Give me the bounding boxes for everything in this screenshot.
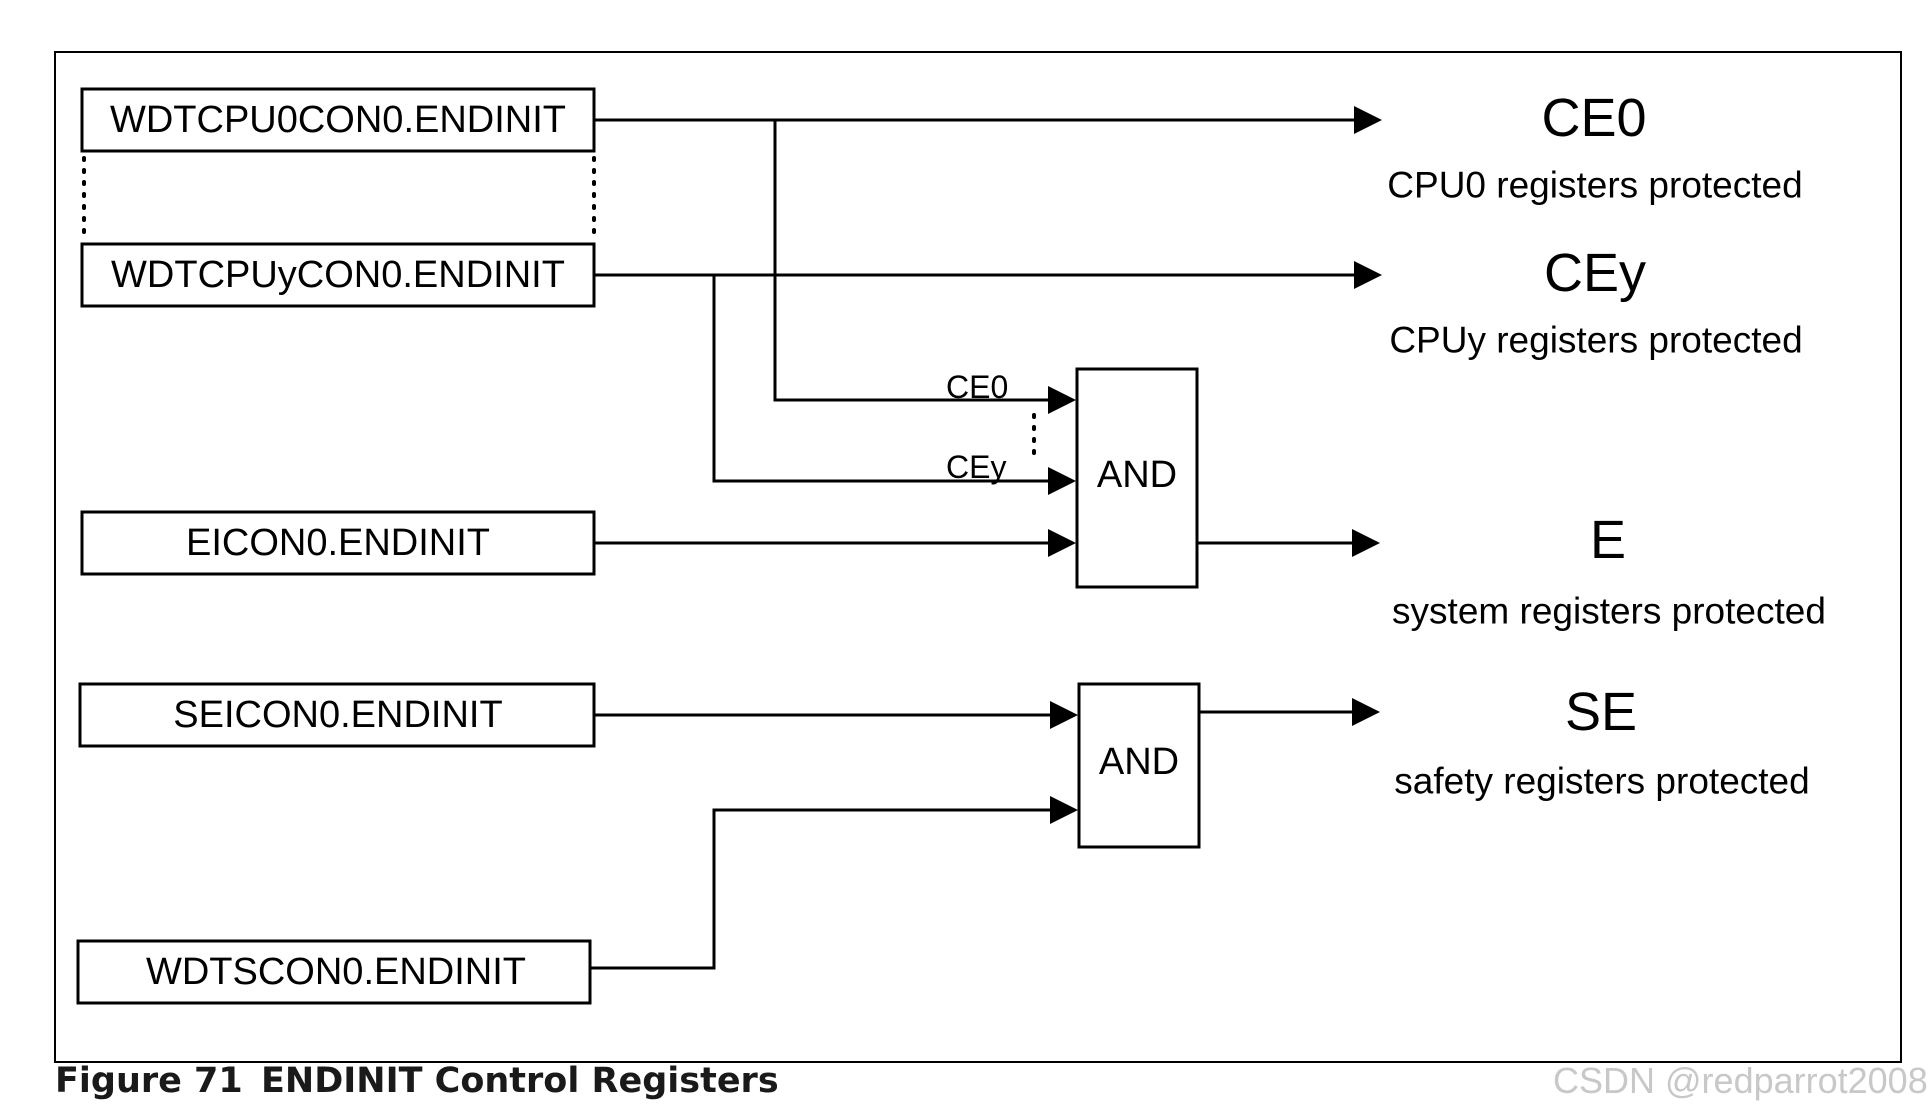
- output-ce0: CE0 CPU0 registers protected: [1387, 88, 1802, 206]
- wire-wdtscon-to-and: [590, 808, 1054, 970]
- diagram-frame: [54, 51, 1902, 1063]
- register-eicon0-label: EICON0.ENDINIT: [186, 522, 490, 564]
- arrow-cey-output: [1354, 261, 1382, 289]
- and-input-label-ce0: CE0: [946, 369, 1008, 405]
- arrow-ce0-output: [1354, 106, 1382, 134]
- arrow-eicon-to-and: [1048, 529, 1076, 557]
- output-e-title: E: [1590, 510, 1626, 570]
- arrow-se-output: [1352, 698, 1380, 726]
- register-eicon0: EICON0.ENDINIT: [80, 510, 596, 576]
- and-gate-system-label: AND: [1097, 454, 1177, 496]
- register-wdtcpu0con0: WDTCPU0CON0.ENDINIT: [80, 87, 596, 153]
- output-ce0-title: CE0: [1541, 88, 1646, 148]
- output-e-desc: system registers protected: [1392, 591, 1826, 632]
- arrow-cey-to-and: [1048, 467, 1076, 495]
- output-cey: CEy CPUy registers protected: [1389, 243, 1802, 361]
- register-wdtcpuycon0-label: WDTCPUyCON0.ENDINIT: [111, 254, 565, 296]
- arrow-wdtscon-to-and: [1050, 796, 1078, 824]
- watermark: CSDN @redparrot2008: [1553, 1060, 1928, 1101]
- register-wdtcpu0con0-label: WDTCPU0CON0.ENDINIT: [110, 99, 566, 141]
- output-cey-desc: CPUy registers protected: [1389, 320, 1802, 361]
- output-se: SE safety registers protected: [1394, 682, 1809, 802]
- and-input-label-cey: CEy: [946, 449, 1006, 485]
- wire-cey-to-and: [712, 275, 1052, 483]
- output-se-desc: safety registers protected: [1394, 761, 1809, 802]
- output-ce0-desc: CPU0 registers protected: [1387, 165, 1802, 206]
- register-seicon0: SEICON0.ENDINIT: [78, 682, 596, 748]
- output-e: E system registers protected: [1392, 510, 1826, 632]
- arrow-seicon-to-and: [1050, 701, 1078, 729]
- and-gate-system: AND: [1075, 367, 1199, 589]
- figure-title: ENDINIT Control Registers: [261, 1061, 779, 1101]
- arrow-ce0-to-and: [1048, 386, 1076, 414]
- register-wdtcpuycon0: WDTCPUyCON0.ENDINIT: [80, 242, 596, 308]
- register-wdtscon0-label: WDTSCON0.ENDINIT: [146, 951, 526, 993]
- and-gate-safety: AND: [1077, 682, 1201, 849]
- output-se-title: SE: [1565, 682, 1637, 742]
- register-wdtscon0: WDTSCON0.ENDINIT: [76, 939, 592, 1005]
- wire-ce0-to-and: [773, 120, 1052, 402]
- and-gate-safety-label: AND: [1099, 741, 1179, 783]
- arrow-e-output: [1352, 529, 1380, 557]
- output-cey-title: CEy: [1544, 243, 1646, 303]
- register-seicon0-label: SEICON0.ENDINIT: [173, 694, 502, 736]
- figure-number: Figure 71: [55, 1061, 243, 1101]
